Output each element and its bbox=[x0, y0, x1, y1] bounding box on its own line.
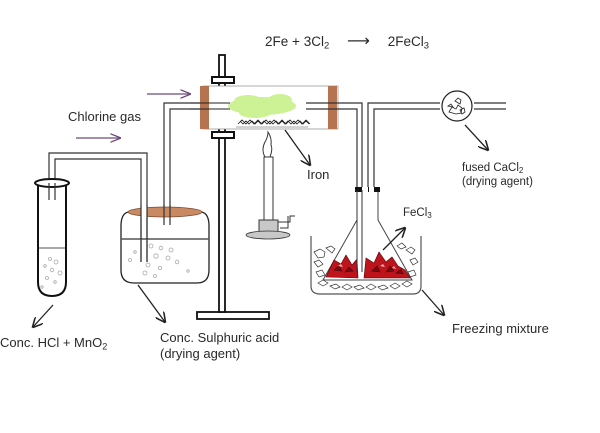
plus-sign: + bbox=[292, 34, 300, 49]
iron-filings bbox=[236, 119, 311, 128]
product-fecl3: 2FeCl3 bbox=[387, 34, 429, 52]
reactant-fe: 2Fe bbox=[265, 34, 289, 49]
gas-inlet bbox=[278, 215, 295, 229]
pointer-drying-bottle bbox=[137, 284, 165, 322]
label-chlorine-gas: Chlorine gas bbox=[68, 109, 141, 124]
cacl2-guard-tube bbox=[441, 90, 473, 122]
beaker bbox=[310, 236, 422, 295]
test-tube-body bbox=[37, 183, 67, 298]
test-tube-rim bbox=[34, 178, 70, 188]
label-drying-bottle: Conc. Sulphuric acid (drying agent) bbox=[160, 330, 280, 361]
cork-left bbox=[200, 86, 209, 129]
label-generator: Conc. HCl + MnO2 bbox=[0, 335, 108, 352]
reactant-cl2: 3Cl2 bbox=[303, 34, 330, 52]
burner-collar bbox=[258, 219, 279, 233]
label-fecl3: FeCl3 bbox=[403, 207, 432, 220]
combustion-tube bbox=[190, 85, 339, 130]
test-tube-generator bbox=[34, 178, 70, 298]
ice-granules bbox=[313, 242, 419, 291]
cacl2-granules bbox=[446, 97, 466, 115]
pointer-freezing-mixture bbox=[421, 289, 444, 315]
cork-right bbox=[328, 86, 337, 129]
fecl3-crystals bbox=[325, 251, 411, 279]
label-pointers bbox=[33, 124, 488, 327]
drying-bottle bbox=[120, 205, 210, 284]
outlet-tube bbox=[306, 102, 506, 190]
pointer-iron bbox=[284, 129, 310, 165]
label-cacl2: fused CaCl2 (drying agent) bbox=[462, 162, 533, 188]
burner-base bbox=[245, 230, 291, 240]
bubbles bbox=[128, 243, 190, 278]
bunsen-burner bbox=[245, 130, 295, 240]
chlorine-glow bbox=[228, 94, 296, 118]
stand-rod bbox=[218, 54, 226, 313]
drying-bottle-cork bbox=[127, 206, 203, 218]
bubbles bbox=[40, 257, 63, 289]
cacl2-bulb bbox=[441, 90, 473, 122]
burner-flame bbox=[262, 130, 273, 158]
pointer-generator bbox=[33, 304, 54, 327]
reaction-arrow: ⟶ bbox=[346, 33, 370, 50]
label-iron: Iron bbox=[307, 167, 330, 182]
reaction-equation: 2Fe + 3Cl2 ⟶ 2FeCl3 bbox=[265, 33, 429, 52]
burner-tube bbox=[263, 156, 274, 221]
freezing-bath bbox=[310, 187, 422, 295]
label-freezing-mixture: Freezing mixture bbox=[452, 321, 549, 336]
pointer-fecl3 bbox=[382, 228, 405, 251]
stand-base bbox=[196, 311, 270, 320]
pointer-cacl2 bbox=[464, 124, 488, 150]
retort-stand bbox=[196, 54, 270, 320]
clamp-bottom bbox=[211, 131, 235, 139]
clamp-top bbox=[211, 76, 235, 84]
drying-bottle-body bbox=[120, 211, 210, 284]
gas-flow-arrows bbox=[76, 94, 190, 138]
